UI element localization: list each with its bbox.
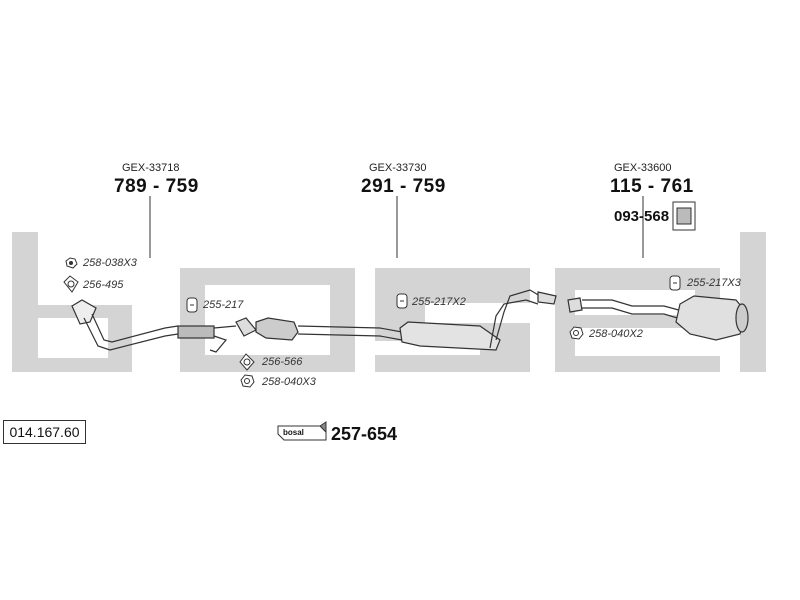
bosal-badge [277,421,327,441]
gasket-icon-2 [239,353,255,371]
catalog-number: 014.167.60 [3,420,86,444]
part-label-8: 255-217X3 [687,277,741,289]
part-label-1: 258-038X3 [83,257,137,269]
part-label-6: 255-217X2 [412,296,466,308]
clamp-icon-2 [396,293,408,309]
catalyst-pipe [235,289,557,351]
front-pipe [71,299,237,353]
part-label-5: 258-040X3 [262,376,316,388]
part-label-2: 256-495 [83,279,124,291]
hanger-icon [672,201,696,231]
group-part-3: 115 - 761 [610,176,694,197]
group-ref-3: GEX-33600 [614,162,672,174]
hanger-part-number: 093-568 [614,208,670,225]
group-ref-2: GEX-33730 [369,162,427,174]
part-label-4: 256-566 [262,356,303,368]
part-label-3: 255-217 [203,299,244,311]
group-ref-1: GEX-33718 [122,162,180,174]
nut-icon-3 [569,326,584,340]
part-label-7: 258-040X2 [589,328,643,340]
brand-watermark [12,232,766,372]
group-part-1: 789 - 759 [114,176,199,197]
nut-icon-2 [240,374,255,388]
nut-icon-1 [65,257,78,269]
clamp-icon-3 [669,275,681,291]
group-part-2: 291 - 759 [361,176,446,197]
gasket-icon-1 [63,275,79,293]
rear-silencer [567,295,749,341]
clamp-icon-1 [186,297,198,313]
kit-number: 257-654 [331,424,398,444]
bosal-logo-text: bosal [283,428,304,437]
